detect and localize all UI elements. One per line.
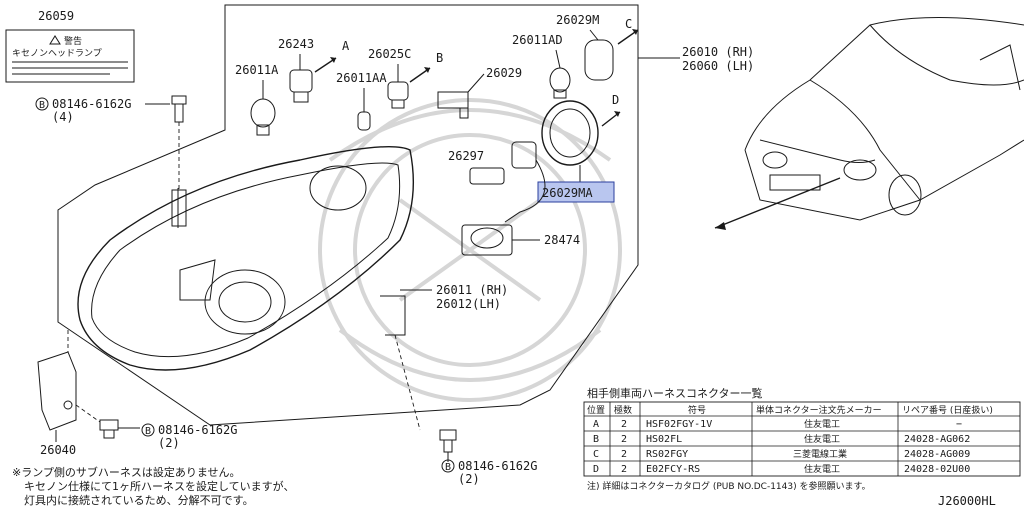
notes: ※ランプ側のサブハーネスは設定ありません。 キセノン仕様にて1ヶ所ハーネスを設定… (12, 465, 294, 507)
th-poles: 極数 (614, 404, 632, 416)
table-cell: 2 (621, 449, 627, 460)
bolt-bl-part: 08146-6162G (158, 423, 237, 437)
part-number-26025c: 26025C (368, 47, 411, 61)
table-cell: 2 (621, 464, 627, 475)
part-number-28474: 28474 (544, 233, 580, 247)
bolt-bottom-left: B 08146-6162G (2) (75, 404, 237, 450)
bolt-bl-circle: B (145, 426, 151, 437)
bolt-top-circle: B (39, 100, 45, 111)
igniter-26297: 26297 (448, 141, 546, 223)
bolt-top: B 08146-6162G (4) (35, 95, 187, 190)
diagram-code: J26000HL (938, 494, 996, 508)
table-cell: 2 (621, 419, 627, 430)
table-cell: E02FCY-RS (646, 464, 700, 475)
note-line-3: 灯具内に接続されているため、分解不可です。 (24, 493, 254, 507)
table-cell: 24028-AG009 (904, 449, 970, 460)
table-cell: HS02FL (646, 434, 682, 445)
part-number-26060: 26060 (LH) (682, 59, 754, 73)
part-number-26011: 26011 (RH) (436, 283, 508, 297)
table-cell: 24028-AG062 (904, 434, 970, 445)
part-number-26029: 26029 (486, 66, 522, 80)
label-warning: 警告 (64, 35, 82, 47)
part-number-26243: 26243 (278, 37, 314, 51)
bolt-bl-qty: (2) (158, 436, 180, 450)
bulb-26011a: 26011A (235, 63, 279, 136)
bolt-bc-circle: B (445, 462, 451, 473)
warning-icon (49, 35, 61, 45)
part-number-26059: 26059 (38, 9, 74, 23)
bolt-bc-part: 08146-6162G (458, 459, 537, 473)
assembly-label: 26010 (RH) 26060 (LH) (638, 45, 754, 73)
bolt-bottom-center: B 08146-6162G (2) (439, 429, 537, 486)
table-title: 相手側車両ハーネスコネクター一覧 (587, 386, 763, 400)
arrow-c-label: C (625, 17, 632, 31)
ballast-28474: 28474 (461, 224, 580, 256)
table-cell: 住友電工 (804, 433, 840, 445)
table-cell: B (593, 434, 599, 445)
arrow-b-label: B (436, 51, 443, 65)
part-number-26010: 26010 (RH) (682, 45, 754, 59)
table-cell: C (593, 449, 599, 460)
part-number-26011a: 26011A (235, 63, 279, 77)
th-code: 符号 (688, 404, 706, 416)
th-repair: リペア番号 (日産扱い) (902, 404, 993, 416)
note-line-1: ※ランプ側のサブハーネスは設定ありません。 (12, 465, 241, 479)
cap-26029m: 26029M C (556, 13, 639, 81)
part-number-26011aa: 26011AA (336, 71, 387, 85)
table-cell: 住友電工 (804, 463, 840, 475)
table-cell: 住友電工 (804, 418, 840, 430)
car-illustration (714, 17, 1024, 230)
table-cell: − (956, 419, 962, 430)
ring-26029ma: D 26029MA (537, 93, 621, 203)
arrow-d-label: D (612, 93, 619, 107)
connector-table: 相手側車両ハーネスコネクター一覧 位置 極数 符号 単体コネクター注文先メーカー… (583, 386, 1021, 492)
housing-label: 26011 (RH) 26012(LH) (400, 283, 508, 311)
table-cell: D (593, 464, 599, 475)
bracket-26040: 26040 (37, 330, 77, 457)
table-footnote: 注) 詳細はコネクターカタログ (PUB NO.DC-1143) を参照願います… (587, 480, 871, 492)
part-number-26012: 26012(LH) (436, 297, 501, 311)
table-cell: A (593, 419, 599, 430)
label-heading: キセノンヘッドランプ (12, 48, 102, 59)
part-number-26040: 26040 (40, 443, 76, 457)
label-26059: 26059 警告 キセノンヘッドランプ (5, 9, 135, 83)
bolt-bc-qty: (2) (458, 472, 480, 486)
table-cell: 2 (621, 434, 627, 445)
bulb-26011ad: 26011AD (512, 33, 571, 99)
socket-26025c: 26025C B (368, 47, 443, 109)
arrow-a-label: A (342, 39, 350, 53)
part-number-26029m: 26029M (556, 13, 599, 27)
table-cell: 24028-02U00 (904, 464, 970, 475)
note-line-2: キセノン仕様にて1ヶ所ハーネスを設定していますが、 (24, 479, 294, 493)
bolt-top-qty: (4) (52, 110, 74, 124)
part-number-26297: 26297 (448, 149, 484, 163)
headlamp-housing (77, 145, 421, 431)
table-cell: RS02FGY (646, 449, 688, 460)
watermark-emblem (318, 98, 622, 402)
table-cell: 三菱電線工業 (793, 448, 847, 460)
th-position: 位置 (587, 404, 605, 416)
assembly-frame (57, 4, 639, 426)
part-number-26011ad: 26011AD (512, 33, 563, 47)
highlight-26029ma (537, 181, 615, 203)
th-maker: 単体コネクター注文先メーカー (756, 404, 882, 416)
socket-26243: 26243 A (278, 37, 350, 103)
bolt-top-part: 08146-6162G (52, 97, 131, 111)
table-cell: HSF02FGY-1V (646, 419, 712, 430)
connector-26029: 26029 (437, 66, 522, 119)
bulb-26011aa: 26011AA (336, 71, 387, 131)
part-number-26029ma: 26029MA (542, 186, 593, 200)
